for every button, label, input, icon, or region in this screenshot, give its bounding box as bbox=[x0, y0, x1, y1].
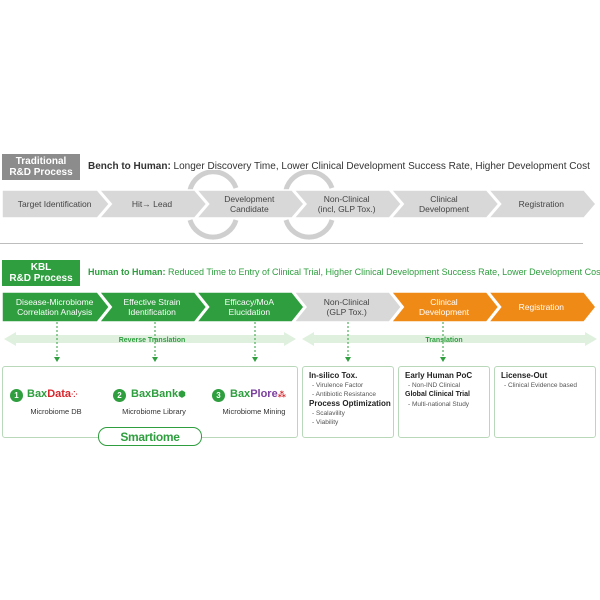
detail-bullet: - Virulence Factor bbox=[312, 382, 364, 389]
traditional-step-label: Development bbox=[224, 194, 275, 204]
baxdata-logo-b: Data bbox=[47, 388, 72, 400]
traditional-headline-rest: Longer Discovery Time, Lower Clinical De… bbox=[170, 161, 590, 172]
detail-box-registration-content: License-Out - Clinical Evidence based bbox=[501, 371, 593, 390]
detail-box-registration bbox=[494, 366, 596, 438]
kbl-step-1 bbox=[1, 291, 111, 323]
hexagon-icon: ⬢ bbox=[178, 389, 186, 399]
traditional-step-label: Registration bbox=[519, 199, 565, 209]
traditional-step-5 bbox=[389, 189, 500, 219]
reverse-translation-label: Reverse Translation bbox=[119, 337, 186, 344]
smartiome-logo: Smartiome bbox=[98, 427, 202, 446]
kbl-tag-line2: R&D Process bbox=[9, 273, 73, 284]
platform-caption-2: Microbiome Library bbox=[122, 407, 186, 416]
kbl-headline-bold: Human to Human: bbox=[88, 267, 166, 277]
traditional-step-4 bbox=[292, 189, 403, 219]
detail-box-clinical-content: Early Human PoC - Non-IND Clinical Globa… bbox=[405, 371, 487, 409]
cycle-arrow-icon bbox=[283, 170, 335, 240]
platform-number-2: 2 bbox=[113, 389, 126, 402]
detail-bullet: - Multi-national Study bbox=[408, 401, 470, 408]
traditional-step-2 bbox=[97, 189, 208, 219]
baxplore-logo-b: Plore bbox=[250, 388, 278, 400]
detail-box-nonclinical-content: In-silico Tox. - Virulence Factor - Anti… bbox=[309, 371, 391, 427]
section-divider bbox=[0, 243, 583, 244]
platform-number-1: 1 bbox=[10, 389, 23, 402]
translation-label: Translation bbox=[425, 337, 462, 344]
platform-box bbox=[2, 366, 298, 438]
kbl-headline: Human to Human: Reduced Time to Entry of… bbox=[88, 267, 600, 277]
traditional-step-6 bbox=[487, 189, 597, 219]
kbl-step-6 bbox=[487, 291, 597, 323]
detail-title: Process Optimization bbox=[309, 399, 391, 408]
detail-bullet: - Scalavility bbox=[312, 410, 345, 417]
kbl-step-label: (GLP Tox.) bbox=[327, 307, 367, 317]
traditional-step-label: Candidate bbox=[230, 204, 269, 214]
kbl-step-label: Efficacy/MoA bbox=[225, 297, 275, 307]
detail-bullet: - Non-IND Clinical bbox=[408, 382, 461, 389]
baxbank-logo-a: Bax bbox=[131, 388, 152, 400]
kbl-tag: KBL R&D Process bbox=[2, 260, 80, 286]
platform-caption-1: Microbiome DB bbox=[30, 407, 82, 416]
kbl-step-label: Development bbox=[419, 307, 470, 317]
baxdata-logo-a: Bax bbox=[27, 388, 48, 400]
baxdata-logo: BaxData⁘ bbox=[27, 388, 78, 400]
kbl-step-label: Effective Strain bbox=[123, 297, 180, 307]
kbl-step-4 bbox=[292, 291, 403, 323]
dots-icon: ⁘ bbox=[71, 390, 78, 399]
traditional-step-label: Target Identification bbox=[18, 199, 92, 209]
traditional-step-label: Hit→ Lead bbox=[132, 199, 172, 209]
traditional-tag-line2: R&D Process bbox=[9, 167, 73, 178]
detail-title: Early Human PoC bbox=[405, 371, 473, 380]
kbl-headline-rest: Reduced Time to Entry of Clinical Trial,… bbox=[165, 267, 600, 277]
traditional-step-label: Non-Clinical bbox=[324, 194, 370, 204]
traditional-step-label: Development bbox=[419, 204, 470, 214]
detail-bullet: - Clinical Evidence based bbox=[504, 382, 577, 389]
kbl-step-label: Clinical bbox=[430, 297, 458, 307]
kbl-step-label: Identification bbox=[128, 307, 176, 317]
translation-band: Translation bbox=[302, 332, 597, 346]
baxplore-logo: BaxPlore⁂ bbox=[230, 388, 286, 400]
kbl-step-label: Disease-Microbiome bbox=[16, 297, 94, 307]
platform-caption-3: Microbiome Mining bbox=[222, 407, 286, 416]
cycle-arrow-icon bbox=[187, 170, 239, 240]
baxbank-logo-b: Bank bbox=[151, 388, 179, 400]
baxbank-logo: BaxBank⬢ bbox=[131, 388, 186, 400]
detail-bullet: - Antibiotic Resistance bbox=[312, 391, 376, 398]
kbl-step-5 bbox=[389, 291, 500, 323]
kbl-tag-line1: KBL bbox=[30, 262, 52, 273]
traditional-step-label: Clinical bbox=[430, 194, 458, 204]
traditional-step-1 bbox=[1, 189, 111, 219]
kbl-step-label: Elucidation bbox=[229, 307, 271, 317]
smartiome-text: Smartiome bbox=[120, 429, 180, 444]
detail-title: In-silico Tox. bbox=[309, 371, 358, 380]
baxplore-logo-a: Bax bbox=[230, 388, 251, 400]
kbl-step-label: Non-Clinical bbox=[324, 297, 370, 307]
detail-title: License-Out bbox=[501, 371, 548, 380]
detail-box-nonclinical bbox=[302, 366, 394, 438]
traditional-tag: Traditional R&D Process bbox=[2, 154, 80, 180]
detail-bullet: - Viability bbox=[312, 419, 339, 426]
sparkle-icon: ⁂ bbox=[277, 390, 286, 399]
detail-title: Global Clinical Trial bbox=[405, 391, 470, 398]
kbl-step-label: Correlation Analysis bbox=[17, 307, 92, 317]
traditional-headline: Bench to Human: Longer Discovery Time, L… bbox=[88, 161, 590, 172]
kbl-step-3 bbox=[195, 291, 305, 323]
detail-box-clinical bbox=[398, 366, 490, 438]
traditional-step-label: (incl, GLP Tox.) bbox=[318, 204, 376, 214]
traditional-step-3 bbox=[195, 189, 305, 219]
kbl-step-2 bbox=[97, 291, 208, 323]
platform-number-3: 3 bbox=[212, 389, 225, 402]
traditional-tag-line1: Traditional bbox=[15, 156, 67, 167]
traditional-headline-bold: Bench to Human: bbox=[88, 161, 171, 172]
kbl-step-label: Registration bbox=[519, 302, 565, 312]
reverse-translation-band: Reverse Translation bbox=[4, 332, 296, 346]
